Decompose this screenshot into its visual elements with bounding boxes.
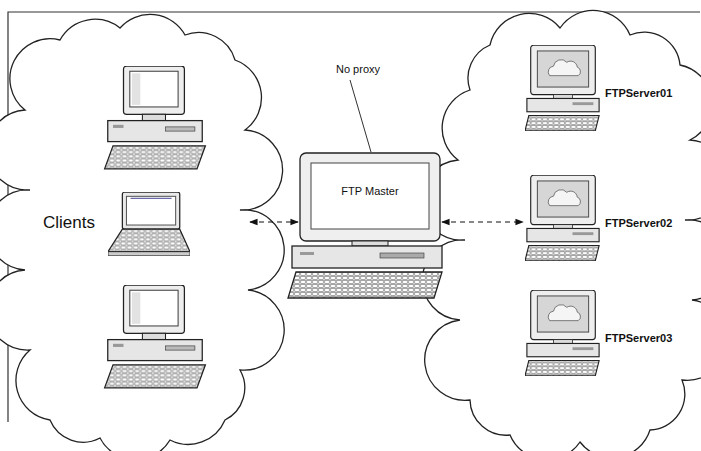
cloud-group: Clients: [25, 25, 248, 442]
dashed-connector: [442, 221, 523, 222]
server-box: FTPServer03: [525, 290, 693, 376]
laptop-icon: [108, 192, 190, 256]
server-cloud: [421, 10, 701, 451]
node-label: FTPServer03: [605, 332, 672, 344]
desktop-icon: [105, 285, 206, 388]
master-computer: [288, 153, 442, 298]
node-label: Clients: [43, 213, 95, 233]
server-icon: [525, 290, 599, 376]
server-icon: [525, 175, 599, 261]
server-box: FTPServer01: [525, 45, 693, 131]
node-label: FTPServer02: [605, 217, 672, 229]
server-icon: [525, 45, 599, 131]
server-box: FTPServer02: [525, 175, 693, 261]
screen-text: FTP Master: [341, 185, 398, 197]
callout-label: No proxy: [336, 63, 380, 75]
master-box: FTP Master: [300, 153, 440, 241]
leader-line: [350, 80, 371, 152]
desktop-icon: [105, 66, 206, 169]
node-label: FTPServer01: [605, 87, 672, 99]
client-cloud: [0, 14, 284, 451]
dashed-connector: [250, 221, 298, 222]
